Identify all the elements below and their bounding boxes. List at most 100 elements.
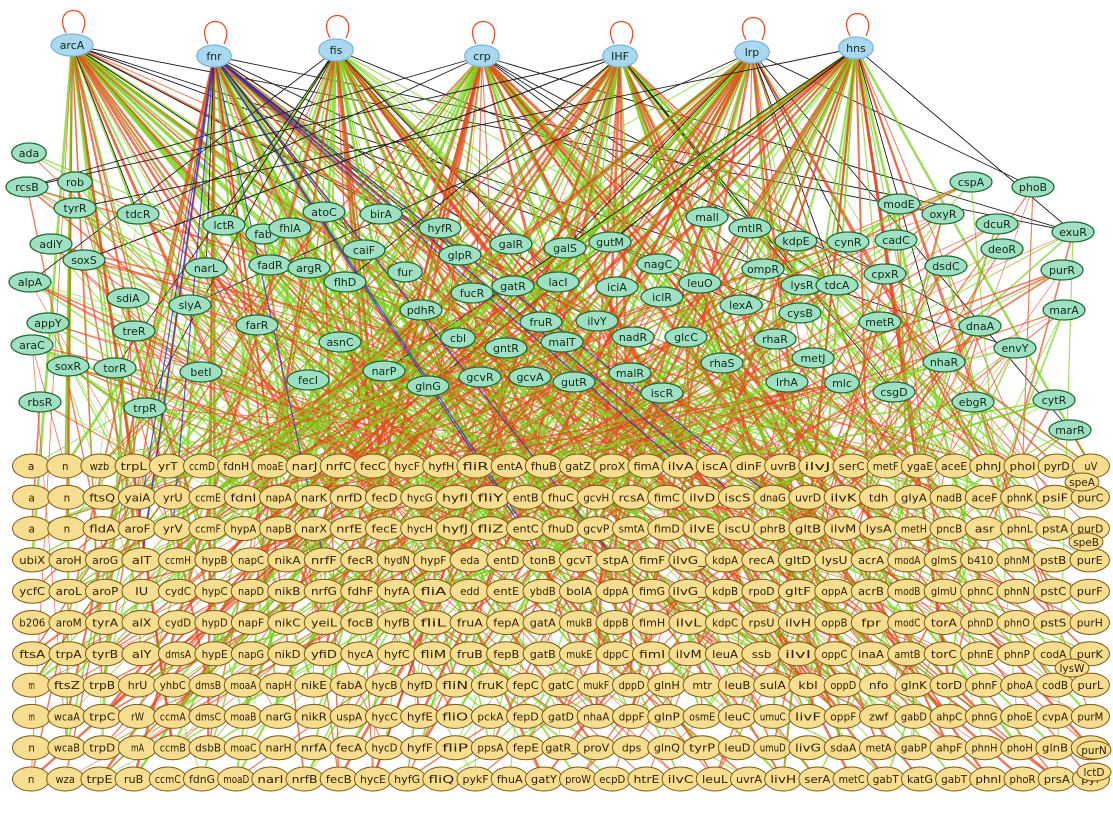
target-gene-node: mtr	[682, 672, 722, 698]
target-gene-label: fimA	[633, 461, 660, 473]
target-gene-node: gcvT	[559, 547, 600, 573]
regulator-node: cadC	[874, 229, 918, 251]
target-gene-label: ygaE	[907, 461, 933, 473]
regulation-edge	[172, 55, 215, 529]
regulator-label: fnr	[206, 50, 222, 63]
target-gene-label: fabA	[336, 680, 363, 692]
regulator-node: alpA	[8, 271, 52, 293]
target-gene-label: uvrD	[795, 492, 821, 504]
regulation-edge	[71, 44, 139, 215]
target-gene-label: phnP	[1004, 649, 1030, 661]
regulator-node: cspA	[949, 171, 993, 193]
target-gene-node: fldA	[82, 516, 122, 542]
target-gene-node: phnF	[964, 672, 1005, 698]
target-gene-label: gcvT	[566, 555, 593, 567]
target-gene-label: oppB	[822, 618, 848, 630]
regulator-label: crp	[473, 50, 491, 63]
target-gene-node: katG	[900, 766, 940, 792]
target-gene-label: oppF	[830, 711, 856, 723]
regulator-node: leuO	[678, 272, 722, 294]
target-gene-node: iscU	[717, 516, 758, 542]
target-gene-label: gltD	[785, 555, 811, 567]
regulator-node: mlc	[824, 372, 860, 394]
target-gene-node: htrE	[627, 766, 666, 792]
target-gene-node: ilvA	[661, 453, 700, 479]
regulator-node: soxS	[62, 249, 106, 271]
target-gene-node: gatR_	[541, 735, 581, 761]
target-gene-label: iscU	[724, 524, 750, 536]
target-gene-node: trpB	[82, 672, 122, 698]
target-gene-label: ilvM	[830, 524, 856, 536]
target-gene-label: narK	[301, 492, 328, 504]
regulation-edge	[205, 55, 215, 269]
target-gene-node: n	[12, 766, 51, 792]
target-gene-label: fliZ	[477, 524, 503, 536]
regulator-label: pdhR	[407, 304, 436, 317]
target-gene-label: ccmD	[189, 461, 215, 473]
target-gene-label: glmU	[931, 586, 957, 598]
target-gene-label: mukE	[566, 649, 592, 661]
target-gene-label: trpE	[86, 774, 112, 786]
target-gene-label: pyrD	[1044, 461, 1070, 473]
regulator-node: rhaR	[753, 328, 797, 350]
target-gene-label: aroM	[56, 618, 82, 630]
target-gene-label: alY	[132, 649, 152, 661]
target-gene-node: nrfB	[285, 766, 324, 792]
regulator-node: glcC	[664, 326, 708, 348]
regulation-edge	[213, 55, 527, 529]
target-gene-label: phoR	[1010, 774, 1036, 786]
target-gene-node: sulA	[753, 672, 793, 698]
target-gene-node: gatB	[522, 641, 563, 667]
target-gene-label: ycfC	[19, 586, 45, 598]
target-gene-node: modC	[887, 610, 928, 635]
regulator-node: rbsR	[18, 391, 62, 413]
regulator-label: malT	[548, 336, 576, 349]
regulator-node: hyfR	[418, 217, 462, 239]
target-gene-label: dmsB	[195, 680, 221, 692]
target-gene-label: hydN	[384, 555, 410, 567]
target-gene-node: leuD	[717, 735, 758, 761]
regulator-label: hns	[846, 42, 866, 55]
target-gene-node: fecD	[364, 484, 405, 510]
target-gene-node: pstA	[1035, 516, 1075, 542]
target-gene-label: kdpB	[712, 586, 738, 598]
target-gene-node: ccmE	[188, 484, 228, 510]
target-gene-label: nrfF	[311, 555, 337, 567]
target-gene-node: aroL	[48, 578, 89, 604]
target-gene-label: nikR	[301, 711, 327, 723]
target-gene-node: ccmF	[188, 516, 228, 542]
target-gene-node: phnO	[996, 610, 1038, 635]
regulation-edge	[207, 267, 310, 748]
target-gene-node: ybdB	[522, 578, 563, 604]
target-gene-node: fruK	[470, 672, 511, 698]
target-gene-label: nikC	[275, 618, 301, 630]
regulator-label: cynR	[834, 236, 862, 249]
regulator-label: metJ	[800, 352, 825, 365]
target-gene-node: aceE	[935, 453, 974, 479]
regulator-label: rbsR	[28, 396, 53, 409]
target-gene-label: entC	[513, 524, 539, 536]
target-gene-node: phnL	[1000, 516, 1040, 542]
target-gene-node: nrfF	[303, 547, 345, 573]
regulator-node: pdhR	[399, 299, 443, 321]
target-gene-label: narG	[266, 711, 292, 723]
global-regulator-node: hns	[838, 36, 874, 60]
target-gene-label: phnN	[1004, 586, 1030, 598]
target-gene-label: metA	[866, 743, 893, 755]
target-gene-label: trpL	[121, 461, 147, 473]
target-gene-label: gltF	[785, 586, 811, 598]
target-gene-label: alT	[132, 555, 152, 567]
target-gene-node: ccmD	[182, 453, 222, 479]
target-gene-node: ilvL	[668, 610, 709, 635]
target-gene-node: trpD	[82, 735, 122, 761]
regulator-label: iciA	[607, 281, 627, 294]
regulator-label: rhaR	[762, 333, 788, 346]
target-gene-label: ilvM	[676, 649, 702, 661]
regulator-label: csgD	[880, 386, 907, 399]
target-gene-label: napF	[238, 618, 264, 630]
target-gene-node: mA	[117, 735, 158, 761]
target-gene-label: b206	[19, 618, 45, 630]
regulator-node: iciA	[595, 276, 639, 298]
regulation-edge	[948, 429, 1071, 530]
